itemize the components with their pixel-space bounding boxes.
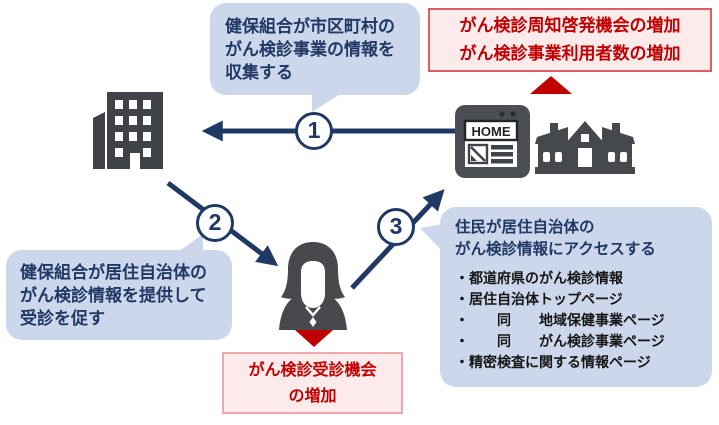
callout-provide-line-2: がん検診情報を提供して <box>20 286 207 305</box>
callout-collect-line-1: 健保組合が市区町村の <box>225 17 395 36</box>
browser-dot-icon <box>510 111 516 117</box>
callout-provide-info: 健保組合が居住自治体の がん検診情報を提供して 受診を促す <box>6 250 232 340</box>
browser-text-lines-icon <box>491 145 513 164</box>
outcome-top-line-1: がん検診周知啓発機会の増加 <box>459 16 681 35</box>
increase-down-triangle-icon <box>295 330 333 347</box>
access-bullet-item: ・ 同 がん検診事業ページ <box>455 333 665 349</box>
callout-provide-line-3: 受診を促す <box>20 309 105 328</box>
callout-provide-line-1: 健保組合が居住自治体の <box>20 263 207 282</box>
access-heading-line-1: 住民が居住自治体の <box>455 219 595 236</box>
callout-collect-info: 健保組合が市区町村の がん検診事業の情報を 収集する <box>210 3 420 95</box>
outcome-bottom-line-2: の増加 <box>288 388 337 405</box>
house-icon <box>535 121 635 179</box>
callout-provide-tail <box>178 234 203 252</box>
browser-dot-icon <box>499 111 505 117</box>
step-1-badge: 1 <box>295 112 333 150</box>
step-2-badge: 2 <box>196 204 234 242</box>
access-bullet-list: ・都道府県のがん検診情報 ・居住自治体トップページ ・ 同 地域保健事業ページ … <box>455 268 697 373</box>
office-building-icon <box>93 91 165 174</box>
outcome-bottom-line-1: がん検診受診機会 <box>248 362 377 379</box>
outcome-top-line-2: がん検診事業利用者数の増加 <box>459 44 681 63</box>
access-heading-line-2: がん検診情報にアクセスする <box>455 241 656 258</box>
browser-window-icon: HOME <box>455 105 530 183</box>
callout-resident-access: 住民が居住自治体の がん検診情報にアクセスする ・都道府県のがん検診情報 ・居住… <box>440 207 712 387</box>
person-icon <box>277 242 349 335</box>
browser-home-label: HOME <box>472 124 511 139</box>
access-bullet-item: ・精密検査に関する情報ページ <box>455 354 651 370</box>
access-bullet-item: ・都道府県のがん検診情報 <box>455 270 623 286</box>
callout-collect-line-2: がん検診事業の情報を <box>225 40 395 59</box>
outcome-screening-box: がん検診受診機会 の増加 <box>222 352 403 414</box>
callout-access-tail <box>420 224 443 252</box>
callout-collect-tail <box>312 93 342 112</box>
step-3-badge: 3 <box>377 208 415 246</box>
callout-collect-line-3: 収集する <box>225 63 293 82</box>
increase-up-triangle-icon <box>530 76 572 94</box>
access-bullet-item: ・ 同 地域保健事業ページ <box>455 312 665 328</box>
access-bullet-item: ・居住自治体トップページ <box>455 291 623 307</box>
outcome-awareness-box: がん検診周知啓発機会の増加 がん検診事業利用者数の増加 <box>428 8 712 72</box>
